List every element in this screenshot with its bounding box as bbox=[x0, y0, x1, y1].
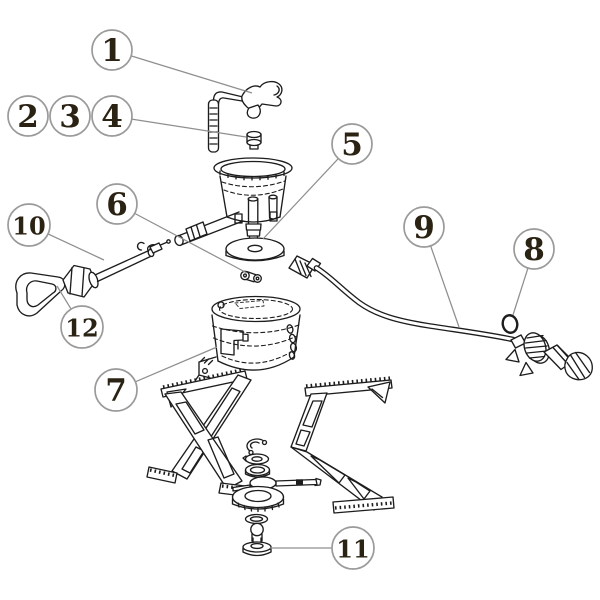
pump-assembly-icon bbox=[15, 239, 171, 317]
burner-cup-icon bbox=[213, 157, 293, 241]
callout-circle-12 bbox=[60, 305, 104, 349]
leader-line-4 bbox=[131, 118, 247, 138]
jet-clip-icon bbox=[240, 270, 262, 283]
callout-number-9: 9 bbox=[413, 210, 435, 246]
callout-number-12: 12 bbox=[65, 314, 98, 343]
fount-cup-icon bbox=[195, 295, 301, 381]
leader-line-1 bbox=[130, 55, 253, 94]
leader-line-10 bbox=[47, 233, 105, 261]
callout-circle-6 bbox=[96, 183, 138, 225]
callout-number-2: 2 bbox=[17, 99, 39, 135]
callout-circle-11 bbox=[331, 526, 375, 570]
leader-line-5 bbox=[262, 158, 339, 240]
left-leg-frame-icon bbox=[146, 367, 254, 498]
leader-line-6 bbox=[134, 212, 248, 274]
callout-circle-8 bbox=[513, 228, 555, 270]
callout-circle-3 bbox=[49, 95, 91, 137]
callout-number-10: 10 bbox=[12, 212, 45, 241]
regulator-valve-icon bbox=[505, 332, 593, 381]
callout-number-4: 4 bbox=[101, 99, 123, 135]
valve-fitting-icon bbox=[246, 130, 262, 150]
callout-number-11: 11 bbox=[336, 535, 369, 564]
leader-line-9 bbox=[430, 245, 460, 328]
leader-line-7 bbox=[135, 346, 218, 383]
igniter-assembly-icon bbox=[207, 80, 283, 153]
callout-circle-5 bbox=[331, 123, 373, 165]
burner-stack-icon bbox=[231, 438, 322, 557]
callout-circle-7 bbox=[94, 368, 138, 412]
leader-line-8 bbox=[512, 267, 529, 316]
callout-circle-9 bbox=[403, 206, 445, 248]
callout-circle-10 bbox=[7, 203, 51, 247]
leader-lines-layer bbox=[47, 55, 529, 549]
callout-number-5: 5 bbox=[341, 127, 363, 163]
callout-number-8: 8 bbox=[523, 232, 545, 268]
callout-number-6: 6 bbox=[106, 187, 128, 223]
callout-circle-1 bbox=[91, 29, 133, 71]
leader-line-12 bbox=[56, 285, 72, 310]
fuel-hose-icon bbox=[288, 255, 516, 343]
callout-number-7: 7 bbox=[105, 373, 127, 409]
burner-plate-icon bbox=[225, 237, 285, 262]
callout-number-3: 3 bbox=[59, 99, 81, 135]
callout-circle-2 bbox=[7, 95, 49, 137]
callout-circle-4 bbox=[91, 95, 133, 137]
right-leg-frame-icon bbox=[290, 376, 395, 514]
callout-number-1: 1 bbox=[101, 33, 123, 69]
o-ring-icon bbox=[501, 314, 519, 334]
